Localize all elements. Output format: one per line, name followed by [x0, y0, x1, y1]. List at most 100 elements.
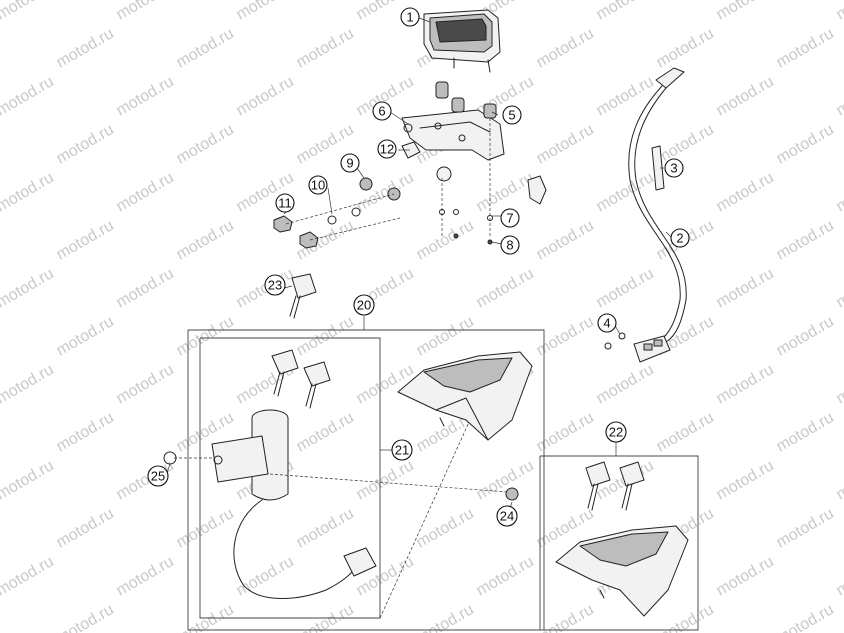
watermark-text: motod.ru — [0, 73, 57, 119]
callout-11: 11 — [275, 193, 295, 213]
watermark-text: motod.ru — [774, 313, 837, 359]
callout-12: 12 — [377, 139, 397, 159]
watermark-text: motod.ru — [834, 553, 844, 599]
watermark-text: motod.ru — [594, 169, 657, 215]
watermark-text: motod.ru — [474, 265, 537, 311]
callout-22: 22 — [605, 421, 627, 443]
callout-20: 20 — [353, 294, 375, 316]
watermark-text: motod.ru — [234, 553, 297, 599]
watermark-text: motod.ru — [594, 0, 657, 23]
callout-25: 25 — [147, 465, 169, 487]
callout-label: 25 — [151, 469, 165, 484]
watermark-text: motod.ru — [834, 457, 844, 503]
watermark-text: motod.ru — [414, 313, 477, 359]
callout-label: 5 — [508, 108, 515, 123]
watermark-text: motod.ru — [0, 265, 57, 311]
watermark-text: motod.ru — [534, 217, 597, 263]
watermark-text: motod.ru — [174, 313, 237, 359]
callout-label: 12 — [380, 142, 394, 157]
watermark-text: motod.ru — [114, 361, 177, 407]
watermark-text: motod.ru — [474, 553, 537, 599]
callout-label: 23 — [268, 278, 282, 293]
watermark-text: motod.ru — [414, 601, 477, 633]
callout-5: 5 — [502, 105, 522, 125]
watermark-text: motod.ru — [414, 505, 477, 551]
watermark-text: motod.ru — [234, 73, 297, 119]
watermark-text: motod.ru — [174, 601, 237, 633]
callout-label: 10 — [311, 178, 325, 193]
watermark-text: motod.ru — [774, 121, 837, 167]
watermark-text: motod.ru — [714, 553, 777, 599]
watermark-text: motod.ru — [714, 73, 777, 119]
watermark-text: motod.ru — [174, 121, 237, 167]
watermark-text: motod.ru — [294, 25, 357, 71]
watermark-text: motod.ru — [54, 217, 117, 263]
callout-21: 21 — [391, 439, 413, 461]
callout-9: 9 — [340, 153, 360, 173]
ignition-lock-drawing — [163, 409, 519, 599]
key-cover-set-drawing — [555, 461, 689, 617]
watermark-text: motod.ru — [54, 313, 117, 359]
watermark-text: motod.ru — [54, 409, 117, 455]
watermark-text: motod.ru — [534, 25, 597, 71]
watermark-text: motod.ru — [54, 601, 117, 633]
watermark-text: motod.ru — [54, 121, 117, 167]
watermark-text: motod.ru — [114, 169, 177, 215]
callout-label: 22 — [609, 425, 623, 440]
watermark-text: motod.ru — [474, 169, 537, 215]
callout-4: 4 — [597, 313, 617, 333]
watermark-text: motod.ru — [654, 601, 717, 633]
key-cover-set-box — [539, 442, 699, 631]
watermark-text: motod.ru — [714, 265, 777, 311]
watermark-text: motod.ru — [354, 457, 417, 503]
callout-10: 10 — [308, 175, 328, 195]
watermark-text: motod.ru — [654, 409, 717, 455]
watermark-text: motod.ru — [114, 73, 177, 119]
watermark-text: motod.ru — [834, 361, 844, 407]
watermark-text: motod.ru — [534, 121, 597, 167]
lock-cover-drawing — [397, 351, 533, 441]
watermark-text: motod.ru — [174, 25, 237, 71]
watermark-text: motod.ru — [114, 553, 177, 599]
watermark-text: motod.ru — [294, 313, 357, 359]
watermark-text: motod.ru — [0, 457, 57, 503]
watermark-text: motod.ru — [534, 313, 597, 359]
watermark-text: motod.ru — [474, 457, 537, 503]
watermark-text: motod.ru — [714, 457, 777, 503]
callout-6: 6 — [372, 101, 392, 121]
callout-8: 8 — [500, 235, 520, 255]
watermark-text: motod.ru — [714, 169, 777, 215]
watermark-text: motod.ru — [774, 25, 837, 71]
watermark-text: motod.ru — [414, 217, 477, 263]
ignition-keys-drawing — [271, 349, 331, 409]
speed-sensor-cable-drawing — [604, 67, 687, 363]
spare-key-drawing — [289, 273, 317, 319]
callout-label: 24 — [500, 509, 514, 524]
mount-hardware-drawing — [273, 177, 401, 249]
watermark-text: motod.ru — [834, 0, 844, 23]
callout-7: 7 — [500, 208, 520, 228]
callout-label: 9 — [346, 156, 353, 171]
watermark-text: motod.ru — [114, 0, 177, 23]
watermark-text: motod.ru — [834, 73, 844, 119]
watermark-text: motod.ru — [294, 601, 357, 633]
watermark-text: motod.ru — [714, 361, 777, 407]
callout-label: 8 — [506, 238, 513, 253]
watermark-text: motod.ru — [774, 217, 837, 263]
callout-label: 7 — [506, 211, 513, 226]
watermark-text: motod.ru — [534, 601, 597, 633]
watermark-text: motod.ru — [594, 265, 657, 311]
callout-label: 11 — [278, 196, 292, 211]
callout-label: 4 — [603, 316, 610, 331]
watermark-text: motod.ru — [294, 409, 357, 455]
watermark-text: motod.ru — [654, 121, 717, 167]
watermark-text: motod.ru — [54, 25, 117, 71]
callout-label: 3 — [670, 161, 677, 176]
callout-23: 23 — [264, 274, 286, 296]
watermark-text: motod.ru — [534, 409, 597, 455]
watermark-text: motod.ru — [654, 25, 717, 71]
callout-2: 2 — [670, 228, 690, 248]
callout-label: 21 — [395, 443, 409, 458]
watermark-text: motod.ru — [234, 0, 297, 23]
